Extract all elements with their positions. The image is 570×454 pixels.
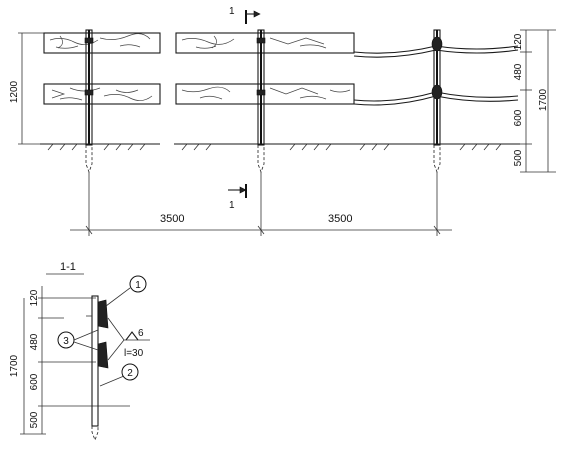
left-height-dimension: 1200 xyxy=(9,32,44,145)
section-cut-top: 1 xyxy=(229,6,261,24)
sec-dim-480: 480 xyxy=(29,333,40,350)
weld-size: 6 xyxy=(138,328,144,339)
section-view: 1-1 120 480 600 500 1700 1 3 xyxy=(9,261,150,442)
panel-left xyxy=(40,29,161,236)
dim-1700: 1700 xyxy=(538,88,549,111)
weld-length: l=30 xyxy=(124,348,144,359)
span-dimension: 3500 3500 xyxy=(70,213,452,235)
sec-dim-600: 600 xyxy=(29,373,40,390)
elevation-view: 1200 xyxy=(9,6,556,236)
sec-dim-120: 120 xyxy=(29,289,40,306)
dim-120: 120 xyxy=(513,33,524,50)
right-height-dimension: 120 480 600 500 1700 xyxy=(513,29,556,173)
callout-2: 2 xyxy=(99,363,139,387)
section-marker-bottom: 1 xyxy=(229,200,235,211)
section-title: 1-1 xyxy=(60,261,76,273)
weld-symbol: 6 l=30 xyxy=(107,317,150,361)
sec-dim-500: 500 xyxy=(29,411,40,428)
callout-1-label: 1 xyxy=(135,280,141,291)
section-cut-bottom: 1 xyxy=(228,184,247,211)
dim-480: 480 xyxy=(513,63,524,80)
callout-3: 3 xyxy=(57,329,99,351)
callout-3-label: 3 xyxy=(63,336,69,347)
callout-1: 1 xyxy=(105,275,147,307)
dim-1200: 1200 xyxy=(9,80,20,103)
dim-3500-right: 3500 xyxy=(328,213,352,225)
dim-600: 600 xyxy=(513,109,524,126)
panel-right xyxy=(352,29,520,236)
callout-2-label: 2 xyxy=(127,368,133,379)
sec-dim-1700: 1700 xyxy=(9,354,20,377)
dim-3500-left: 3500 xyxy=(160,213,184,225)
dim-500: 500 xyxy=(513,149,524,166)
section-marker-top: 1 xyxy=(229,6,235,17)
panel-middle xyxy=(174,29,355,236)
